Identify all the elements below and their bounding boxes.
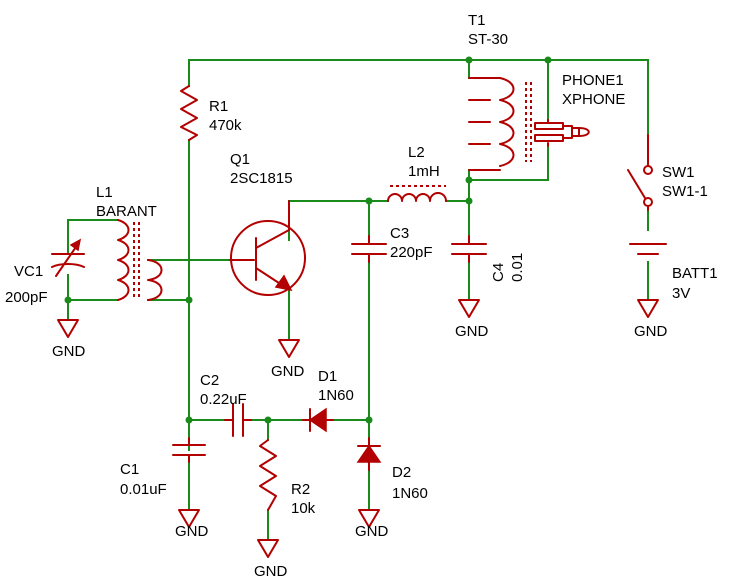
phone1-ref: PHONE1 bbox=[562, 72, 624, 89]
capacitor-c4 bbox=[451, 235, 487, 263]
resistor-r2 bbox=[259, 439, 277, 511]
c4-value: 0.01 bbox=[509, 253, 526, 282]
d2-value: 1N60 bbox=[392, 485, 428, 502]
gnd-label: GND bbox=[52, 343, 86, 360]
l1-ref: L1 bbox=[96, 184, 113, 201]
inductor-l2 bbox=[387, 185, 447, 202]
capacitor-c3 bbox=[351, 235, 387, 263]
ground-symbol bbox=[178, 509, 200, 528]
ground-symbol bbox=[278, 339, 300, 358]
variable-capacitor-vc1 bbox=[51, 238, 85, 277]
phone1-value: XPHONE bbox=[562, 91, 625, 108]
c2-value: 0.22uF bbox=[200, 391, 247, 408]
gnd-label: GND bbox=[271, 363, 305, 380]
diode-d1 bbox=[302, 407, 334, 433]
gnd-label: GND bbox=[455, 323, 489, 340]
switch-sw1 bbox=[627, 134, 653, 211]
sw1-ref: SW1 bbox=[662, 164, 695, 181]
transistor-q1 bbox=[229, 200, 306, 296]
r2-ref: R2 bbox=[291, 481, 310, 498]
battery-batt1 bbox=[629, 243, 667, 255]
gnd-label: GND bbox=[175, 523, 209, 540]
c1-ref: C1 bbox=[120, 461, 139, 478]
c3-value: 220pF bbox=[390, 244, 433, 261]
antenna-coil-l1 bbox=[117, 219, 163, 301]
sw1-value: SW1-1 bbox=[662, 183, 708, 200]
gnd-label: GND bbox=[254, 563, 288, 580]
d1-ref: D1 bbox=[318, 368, 337, 385]
capacitor-c1 bbox=[172, 437, 206, 463]
gnd-label: GND bbox=[355, 523, 389, 540]
ground-symbol bbox=[458, 299, 480, 318]
t1-value: ST-30 bbox=[468, 31, 508, 48]
transformer-t1 bbox=[468, 77, 532, 171]
capacitor-c2 bbox=[224, 403, 252, 437]
l2-value: 1mH bbox=[408, 163, 440, 180]
resistor-r1 bbox=[180, 85, 198, 141]
t1-ref: T1 bbox=[468, 12, 486, 29]
q1-value: 2SC1815 bbox=[230, 170, 293, 187]
ground-symbol bbox=[57, 319, 79, 338]
r1-ref: R1 bbox=[209, 98, 228, 115]
r2-value: 10k bbox=[291, 500, 316, 517]
c2-ref: C2 bbox=[200, 372, 219, 389]
d2-ref: D2 bbox=[392, 464, 411, 481]
l1-value: BARANT bbox=[96, 203, 157, 220]
vc1-ref: VC1 bbox=[14, 263, 43, 280]
q1-ref: Q1 bbox=[230, 151, 250, 168]
wires bbox=[67, 59, 649, 541]
ground-symbol bbox=[257, 539, 279, 558]
ground-symbol bbox=[637, 299, 659, 318]
d1-value: 1N60 bbox=[318, 387, 354, 404]
earphone-phone1 bbox=[534, 119, 590, 147]
c3-ref: C3 bbox=[390, 225, 409, 242]
c4-ref: C4 bbox=[490, 263, 507, 282]
gnd-label: GND bbox=[634, 323, 668, 340]
ground-symbol bbox=[358, 509, 380, 528]
r1-value: 470k bbox=[209, 117, 242, 134]
c1-value: 0.01uF bbox=[120, 481, 167, 498]
batt1-value: 3V bbox=[672, 285, 690, 302]
vc1-value: 200pF bbox=[5, 289, 48, 306]
l2-ref: L2 bbox=[408, 144, 425, 161]
diode-d2 bbox=[356, 437, 382, 471]
junction-dots bbox=[64, 56, 552, 424]
batt1-ref: BATT1 bbox=[672, 265, 718, 282]
